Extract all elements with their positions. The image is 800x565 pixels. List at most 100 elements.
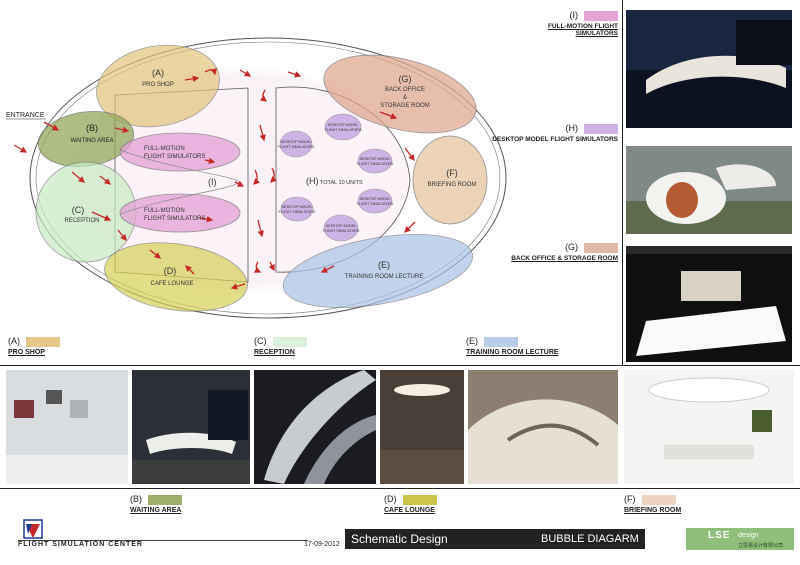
legend-b-swatch bbox=[148, 495, 182, 506]
legend-c-swatch bbox=[272, 337, 307, 348]
legend-h: (H) DESKTOP MODEL FLIGHT SIMULATORS bbox=[486, 123, 618, 143]
firm-name-left: LSE bbox=[708, 530, 731, 541]
photo-full-motion-simulator bbox=[626, 10, 792, 128]
firm-logo: LSE design 立思易设计有限公司 bbox=[686, 528, 794, 550]
stage-label: Schematic Design bbox=[351, 532, 448, 546]
divider-vertical bbox=[622, 0, 623, 365]
cafe-lounge-code: (D) bbox=[164, 266, 177, 276]
legend-b-code: (B) bbox=[130, 494, 142, 504]
desktop-unit[interactable] bbox=[323, 214, 359, 242]
legend-b: (B) WAITING AREA bbox=[130, 494, 182, 514]
legend-c-label: RECEPTION bbox=[254, 349, 295, 357]
legend-d: (D) CAFE LOUNGE bbox=[384, 494, 437, 514]
legend-e-label: TRAINING ROOM LECTURE bbox=[466, 349, 559, 357]
reception-name: RECEPTION bbox=[64, 218, 99, 224]
photo-desktop-simulator bbox=[626, 146, 792, 234]
desktop-unit-label: FLIGHT SIMULATORS bbox=[357, 202, 394, 206]
pro-shop-name: PRO SHOP bbox=[142, 82, 174, 88]
center-logo-icon bbox=[23, 519, 43, 539]
bubble-training-room[interactable] bbox=[278, 222, 479, 320]
legend-a-code: (A) bbox=[8, 336, 20, 346]
reception-code: (C) bbox=[72, 205, 85, 215]
legend-h-label: DESKTOP MODEL FLIGHT SIMULATORS bbox=[492, 136, 618, 144]
pro-shop-code: (A) bbox=[152, 68, 164, 78]
legend-c: (C) RECEPTION bbox=[254, 336, 307, 356]
photo-strip-2 bbox=[132, 370, 250, 484]
legend-f-swatch bbox=[641, 495, 676, 506]
full-motion-code: (I) bbox=[208, 177, 217, 187]
entrance-label: ENTRANCE bbox=[6, 112, 45, 119]
legend-c-code: (C) bbox=[254, 336, 267, 346]
desktop-unit[interactable] bbox=[324, 113, 362, 141]
legend-f-code: (F) bbox=[624, 494, 636, 504]
legend-a-swatch bbox=[26, 337, 60, 348]
desktop-unit-label: FLIGHT SIMULATORS bbox=[278, 145, 315, 149]
firm-sub: 立思易设计有限公司 bbox=[738, 543, 784, 549]
full-motion-top-line1: FULL-MOTION bbox=[144, 146, 185, 152]
legend-d-code: (D) bbox=[384, 494, 397, 504]
back-office-code: (G) bbox=[399, 74, 412, 84]
photo-strip-5 bbox=[468, 370, 618, 484]
legend-i-code: (I) bbox=[569, 10, 579, 20]
legend-g-code: (G) bbox=[565, 242, 578, 252]
bubble-cafe-lounge[interactable] bbox=[100, 234, 252, 319]
desktop-unit-label: DESKTOP MODEL bbox=[282, 205, 313, 209]
storage-room-name: STORAGE ROOM bbox=[380, 103, 430, 109]
footer-rule bbox=[18, 540, 308, 541]
desktop-unit-label: DESKTOP MODEL bbox=[360, 197, 391, 201]
training-room-name: TRAINING ROOM LECTURE bbox=[345, 274, 424, 280]
photo-strip-4 bbox=[380, 370, 464, 484]
legend-g-swatch bbox=[584, 243, 618, 254]
legend-a: (A) PRO SHOP bbox=[8, 336, 60, 356]
outer-boundary bbox=[29, 37, 507, 319]
legend-i: (I) FULL-MOTION FLIGHT SIMULATORS bbox=[506, 10, 618, 37]
legend-i-label: FULL-MOTION FLIGHT SIMULATORS bbox=[547, 23, 618, 38]
desktop-total: TOTAL 10 UNITS bbox=[320, 180, 363, 186]
waiting-area-code: (B) bbox=[86, 123, 98, 133]
legend-g: (G) BACK OFFICE & STORAGE ROOM bbox=[496, 242, 618, 262]
title-block-bar: Schematic Design BUBBLE DIAGARM bbox=[345, 529, 645, 549]
full-motion-bottom-line2: FLIGHT SIMULATORS bbox=[144, 216, 205, 222]
desktop-units bbox=[279, 113, 393, 242]
waiting-area-name: WAITING AREA bbox=[70, 138, 113, 144]
desktop-unit[interactable] bbox=[357, 148, 393, 174]
drawing-date: 17-09-2012 bbox=[304, 541, 340, 548]
desktop-unit-label: FLIGHT SIMULATORS bbox=[325, 128, 362, 132]
desktop-code: (H) bbox=[306, 176, 319, 186]
desktop-unit[interactable] bbox=[280, 196, 314, 222]
legend-e: (E) TRAINING ROOM LECTURE bbox=[466, 336, 559, 356]
photo-back-office bbox=[626, 246, 792, 362]
legend-d-label: CAFE LOUNGE bbox=[384, 507, 435, 515]
desktop-unit[interactable] bbox=[357, 188, 393, 214]
photo-strip-1 bbox=[6, 370, 128, 484]
legend-i-swatch bbox=[584, 11, 618, 22]
desktop-unit-labels: DESKTOP MODEL FLIGHT SIMULATORS DESKTOP … bbox=[278, 123, 394, 233]
photo-strip-3 bbox=[254, 370, 376, 484]
desktop-unit-label: DESKTOP MODEL bbox=[281, 140, 312, 144]
photo-briefing-room bbox=[624, 370, 794, 484]
bubble-full-motion-top[interactable] bbox=[119, 132, 241, 172]
legend-h-swatch bbox=[584, 124, 618, 135]
bubble-briefing-room[interactable] bbox=[412, 135, 488, 225]
full-motion-top-line2: FLIGHT SIMULATORS bbox=[144, 154, 205, 160]
desktop-unit-label: DESKTOP MODEL bbox=[328, 123, 359, 127]
center-name: FLIGHT SIMULATION CENTER bbox=[18, 541, 143, 548]
bubble-pro-shop[interactable] bbox=[90, 36, 226, 136]
desktop-unit-label: FLIGHT SIMULATORS bbox=[357, 162, 394, 166]
desktop-unit-label: DESKTOP MODEL bbox=[360, 157, 391, 161]
divider-horizontal-bottom bbox=[0, 488, 800, 489]
legend-b-label: WAITING AREA bbox=[130, 507, 182, 515]
desktop-unit[interactable] bbox=[279, 130, 313, 158]
training-room-code: (E) bbox=[378, 260, 390, 270]
legend-e-swatch bbox=[484, 337, 518, 348]
back-office-amp: & bbox=[403, 95, 407, 101]
bubble-back-office[interactable] bbox=[316, 41, 484, 147]
divider-horizontal-mid bbox=[0, 365, 800, 366]
firm-name-right: design bbox=[738, 532, 759, 539]
bubble-full-motion-bottom[interactable] bbox=[119, 193, 241, 233]
legend-h-code: (H) bbox=[565, 123, 579, 133]
legend-f: (F) BRIEFING ROOM bbox=[624, 494, 681, 514]
legend-g-label: BACK OFFICE & STORAGE ROOM bbox=[511, 255, 618, 263]
desktop-unit-label: FLIGHT SIMULATORS bbox=[279, 210, 316, 214]
bubble-diagram: ENTRANCE (A) PRO SHOP (B) WAITING AREA (… bbox=[6, 36, 507, 320]
